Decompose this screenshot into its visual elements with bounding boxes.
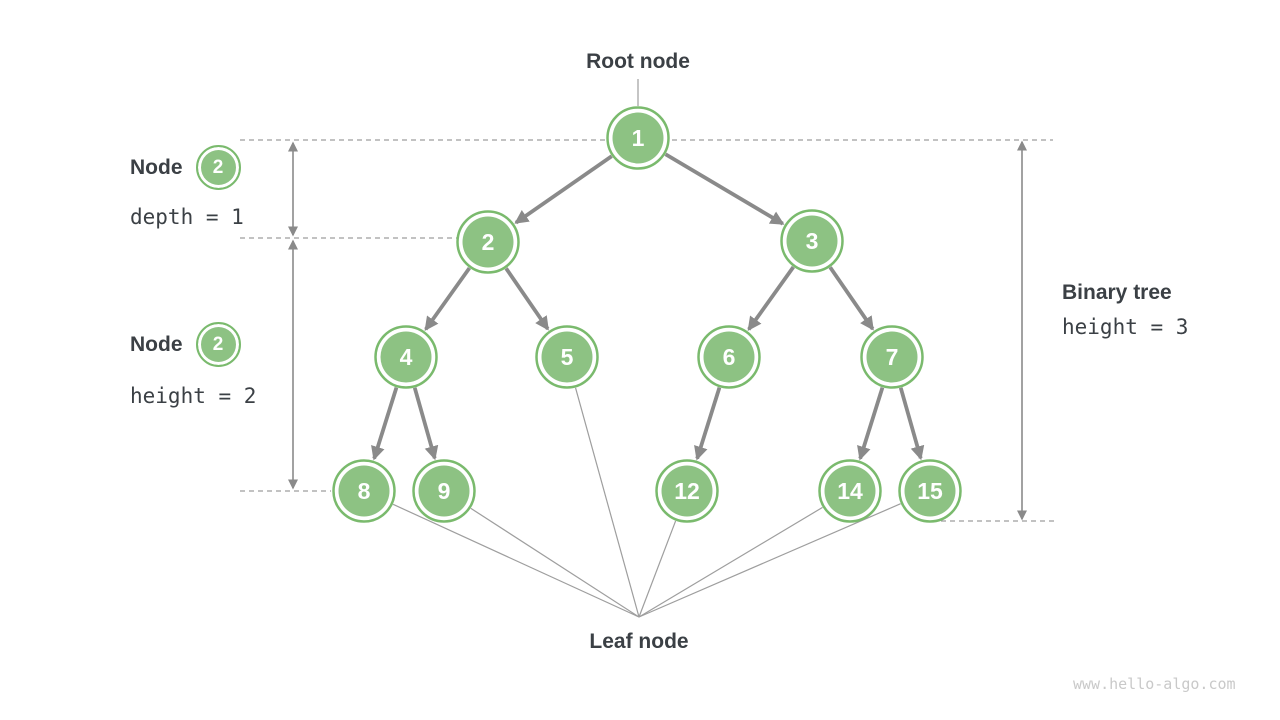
tree-node-5: 5 <box>535 325 599 389</box>
tree-node-fill-9 <box>418 465 470 517</box>
tree-edge-4-9 <box>412 387 439 461</box>
leaf-pointer-line-5 <box>574 387 640 618</box>
tree-node-fill-14 <box>824 465 876 517</box>
tree-node-1: 1 <box>606 106 670 170</box>
tree-edge-3-6 <box>747 265 795 331</box>
leaf-pointer-line-9 <box>470 507 640 618</box>
tree-node-8: 8 <box>332 459 396 523</box>
tree-node-value-3: 3 <box>806 228 819 254</box>
leaf-pointer-line-12 <box>638 520 677 618</box>
annotation-node-height-metric: height = 2 <box>130 384 257 408</box>
leaf-pointer-line-15 <box>638 503 901 618</box>
tree-node-value-12: 12 <box>674 478 700 504</box>
annotation-node-height-badge: 2 <box>195 322 241 367</box>
tree-edge-4-8 <box>371 386 399 461</box>
tree-node-value-15: 15 <box>917 478 943 504</box>
root-node-label: Root node <box>586 50 690 73</box>
annotation-depth: Node 2 <box>130 145 241 190</box>
tree-node-value-8: 8 <box>358 478 371 504</box>
tree-node-fill-6 <box>703 331 755 383</box>
tree-node-2: 2 <box>456 210 520 274</box>
tree-edge-2-4 <box>424 266 471 331</box>
annotation-tree-height-title: Binary tree <box>1062 281 1172 304</box>
tree-node-6: 6 <box>697 325 761 389</box>
leaf-node-label: Leaf node <box>589 630 689 653</box>
tree-node-15: 15 <box>898 459 962 523</box>
tree-node-fill-2 <box>462 216 514 268</box>
tree-node-fill-12 <box>661 465 713 517</box>
tree-edge-7-14 <box>857 386 885 461</box>
tree-node-value-4: 4 <box>400 344 413 370</box>
tree-edge-2-5 <box>504 267 550 331</box>
tree-node-14: 14 <box>818 459 882 523</box>
tree-edge-6-12 <box>694 386 722 461</box>
tree-node-value-9: 9 <box>438 478 451 504</box>
tree-node-value-1: 1 <box>632 125 645 151</box>
leaf-pointer-line-14 <box>638 506 823 618</box>
tree-node-value-2: 2 <box>482 229 495 255</box>
tree-node-fill-3 <box>786 215 838 267</box>
tree-node-fill-15 <box>904 465 956 517</box>
tree-node-4: 4 <box>374 325 438 389</box>
tree-edges-layer <box>371 152 925 461</box>
tree-node-fill-8 <box>338 465 390 517</box>
tree-node-12: 12 <box>655 459 719 523</box>
annotation-depth-metric: depth = 1 <box>130 205 244 229</box>
annotation-node-height-title: Node <box>130 332 183 356</box>
leaf-pointer-line-8 <box>392 503 640 618</box>
tree-node-fill-5 <box>541 331 593 383</box>
tree-edge-3-7 <box>828 266 875 331</box>
measure-arrows-layer <box>288 140 1027 521</box>
tree-node-fill-7 <box>866 331 918 383</box>
tree-edge-1-3 <box>664 152 785 226</box>
annotation-depth-title: Node <box>130 155 183 179</box>
annotation-tree-height-metric: height = 3 <box>1062 315 1189 339</box>
tree-node-fill-4 <box>380 331 432 383</box>
tree-edge-1-2 <box>514 154 613 225</box>
tree-node-value-14: 14 <box>837 478 863 504</box>
tree-node-3: 3 <box>780 209 844 273</box>
annotation-depth-node-badge: 2 <box>195 145 241 190</box>
tree-node-value-5: 5 <box>561 344 574 370</box>
annotation-node-height: Node 2 <box>130 322 241 367</box>
tree-node-value-6: 6 <box>723 344 736 370</box>
tree-node-9: 9 <box>412 459 476 523</box>
watermark-url: www.hello-algo.com <box>1073 675 1236 693</box>
tree-node-fill-1 <box>612 112 664 164</box>
tree-node-7: 7 <box>860 325 924 389</box>
leaf-pointer-lines-layer <box>392 79 901 618</box>
tree-node-value-7: 7 <box>886 344 899 370</box>
tree-edge-7-15 <box>898 387 925 461</box>
